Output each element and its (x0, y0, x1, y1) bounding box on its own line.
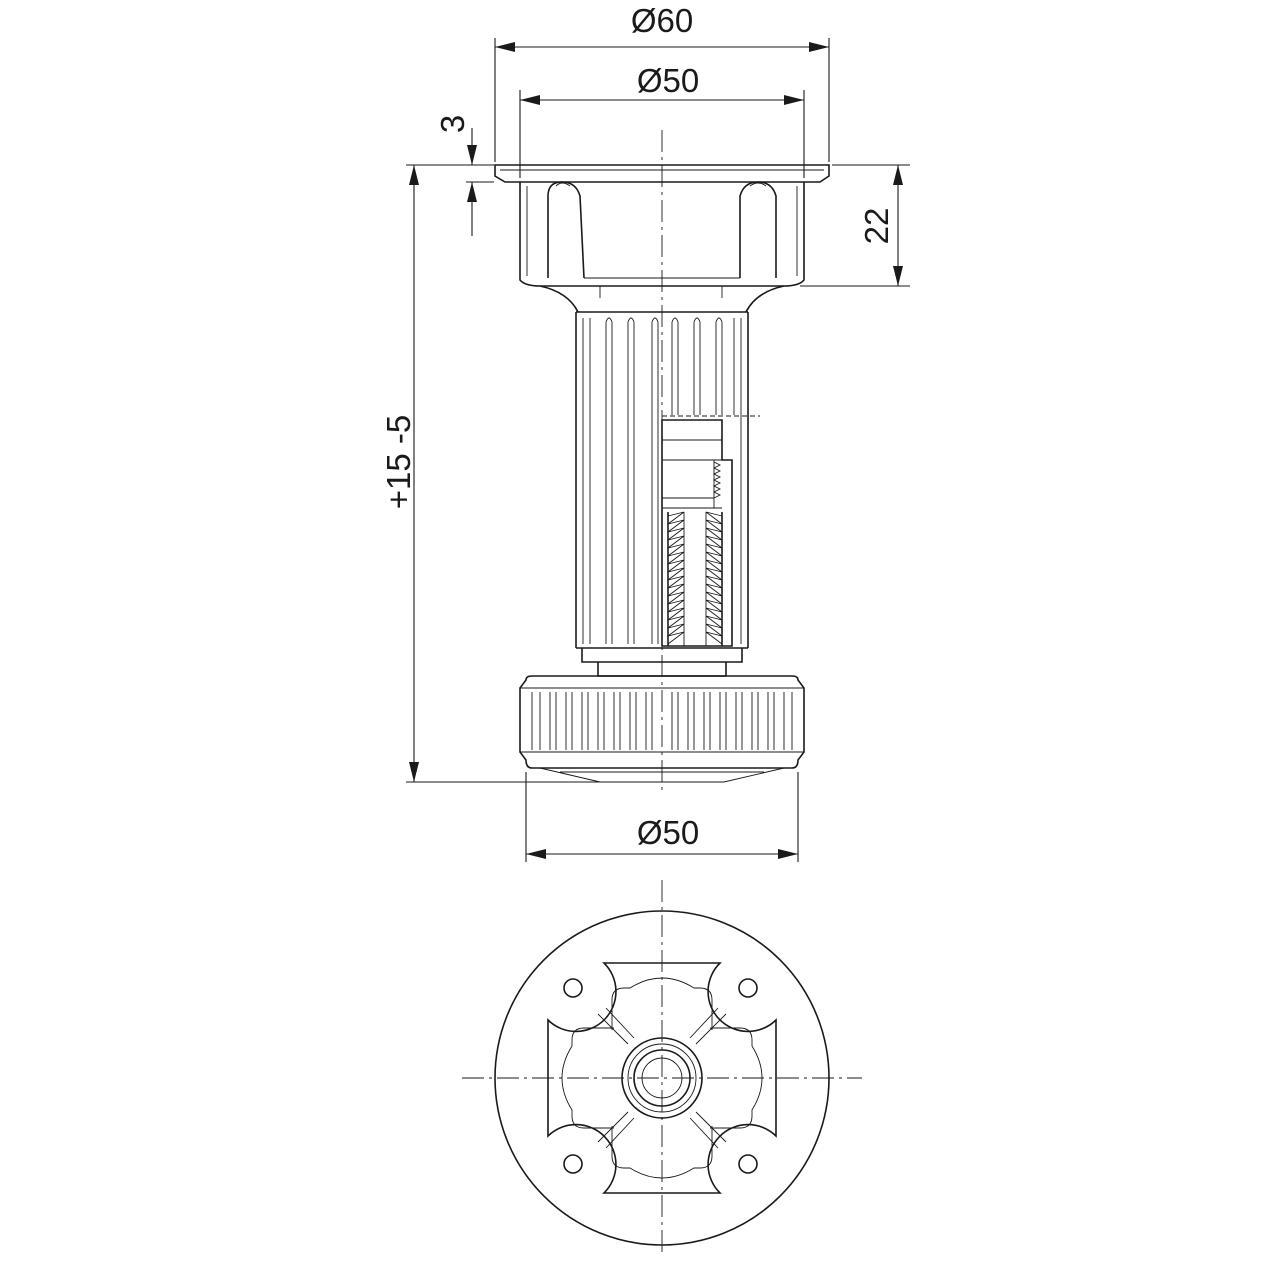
dim-cup-height: 22 (858, 165, 903, 286)
plan-outer-disc (494, 910, 830, 1246)
plan-mounting-holes (563, 978, 758, 1174)
screw-section (661, 419, 733, 647)
dim-label-base-diameter: Ø50 (637, 814, 699, 851)
dim-label-top-inner: Ø50 (637, 62, 699, 99)
dim-top-outer-diameter: Ø60 (495, 2, 829, 52)
mounting-cup (519, 181, 805, 313)
base-foot (519, 675, 805, 783)
mounting-hole (563, 978, 583, 998)
top-plate (494, 164, 830, 183)
dim-label-adjustment-range: +15 -5 (380, 415, 417, 510)
dim-label-cup-height: 22 (858, 208, 895, 245)
dim-top-inner-diameter: Ø50 (520, 62, 804, 105)
side-view (494, 130, 830, 790)
dim-adjustment-range: +15 -5 (380, 165, 419, 782)
plan-view (462, 880, 862, 1255)
plan-central-boss (621, 1037, 703, 1119)
dim-label-top-outer: Ø60 (631, 2, 693, 39)
ribbed-column (575, 311, 760, 649)
foot-ribs (531, 692, 793, 750)
plan-diagonal-webs (597, 1007, 727, 1149)
dimensions: Ø60 Ø50 3 22 +15 -5 Ø50 (380, 2, 910, 862)
dim-label-plate-thickness: 3 (434, 115, 471, 133)
dim-plate-thickness: 3 (434, 115, 477, 236)
plan-cross-plate (547, 962, 777, 1194)
plan-arm-windows (561, 977, 763, 1179)
mounting-hole (738, 978, 758, 998)
dim-base-diameter: Ø50 (526, 814, 798, 859)
mounting-hole (738, 1154, 758, 1174)
mounting-hole (563, 1154, 583, 1174)
